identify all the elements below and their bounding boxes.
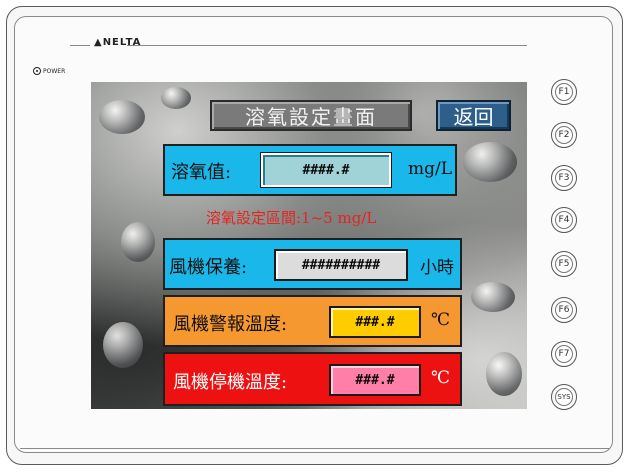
- brand-logo: ▲NELTA: [94, 37, 142, 48]
- hmi-bezel-bottom-edge: [20, 448, 610, 457]
- f6-key[interactable]: F6: [551, 297, 577, 323]
- power-label: POWER: [43, 67, 66, 75]
- f1-key[interactable]: F1: [551, 79, 577, 105]
- do-value-unit: mg/L: [408, 159, 453, 179]
- power-indicator: POWER: [33, 67, 65, 75]
- fan-maintenance-text: ##########: [301, 257, 381, 273]
- fan-stop-temp-field[interactable]: ###.#: [329, 364, 421, 396]
- fan-maintenance-row: 風機保養: ########## 小時: [163, 238, 462, 290]
- water-drop-decoration: [161, 87, 191, 109]
- power-led-icon: [33, 67, 41, 75]
- fan-maintenance-label: 風機保養:: [169, 257, 248, 278]
- fan-maintenance-unit: 小時: [420, 258, 454, 278]
- back-button[interactable]: 返回: [436, 100, 511, 131]
- do-range-note: 溶氧設定區間:1~5 mg/L: [206, 209, 377, 227]
- water-drop-decoration: [486, 352, 522, 396]
- do-value-row: 溶氧值: ####.# mg/L: [163, 144, 457, 196]
- do-value-text: ####.#: [302, 162, 350, 178]
- screen-title: 溶氧設定畫面: [210, 100, 412, 131]
- fan-stop-temp-label: 風機停機溫度:: [173, 372, 288, 393]
- do-value-field[interactable]: ####.#: [261, 153, 391, 187]
- fan-alarm-temp-unit: ℃: [431, 310, 451, 330]
- fan-alarm-temp-field[interactable]: ###.#: [329, 306, 421, 338]
- fan-stop-temp-text: ###.#: [355, 372, 395, 388]
- f5-key[interactable]: F5: [551, 251, 577, 277]
- fan-alarm-temp-row: 風機警報溫度: ###.# ℃: [163, 295, 462, 347]
- brand-divider-right: [127, 45, 527, 46]
- water-drop-decoration: [121, 222, 155, 262]
- f3-key[interactable]: F3: [551, 165, 577, 191]
- water-drop-decoration: [463, 142, 517, 182]
- f7-key[interactable]: F7: [551, 341, 577, 367]
- sys-key[interactable]: SYS: [551, 384, 577, 410]
- water-drop-decoration: [99, 100, 145, 134]
- fan-alarm-temp-label: 風機警報溫度:: [173, 314, 288, 335]
- fan-maintenance-field[interactable]: ##########: [274, 249, 408, 281]
- water-drop-decoration: [471, 282, 515, 312]
- water-drop-decoration: [103, 322, 143, 368]
- f4-key[interactable]: F4: [551, 207, 577, 233]
- do-value-label: 溶氧值:: [171, 162, 232, 183]
- brand-divider-left: [70, 45, 90, 46]
- fan-stop-temp-row: 風機停機溫度: ###.# ℃: [163, 352, 462, 406]
- fan-alarm-temp-text: ###.#: [355, 314, 395, 330]
- f2-key[interactable]: F2: [551, 122, 577, 148]
- fan-stop-temp-unit: ℃: [431, 368, 451, 388]
